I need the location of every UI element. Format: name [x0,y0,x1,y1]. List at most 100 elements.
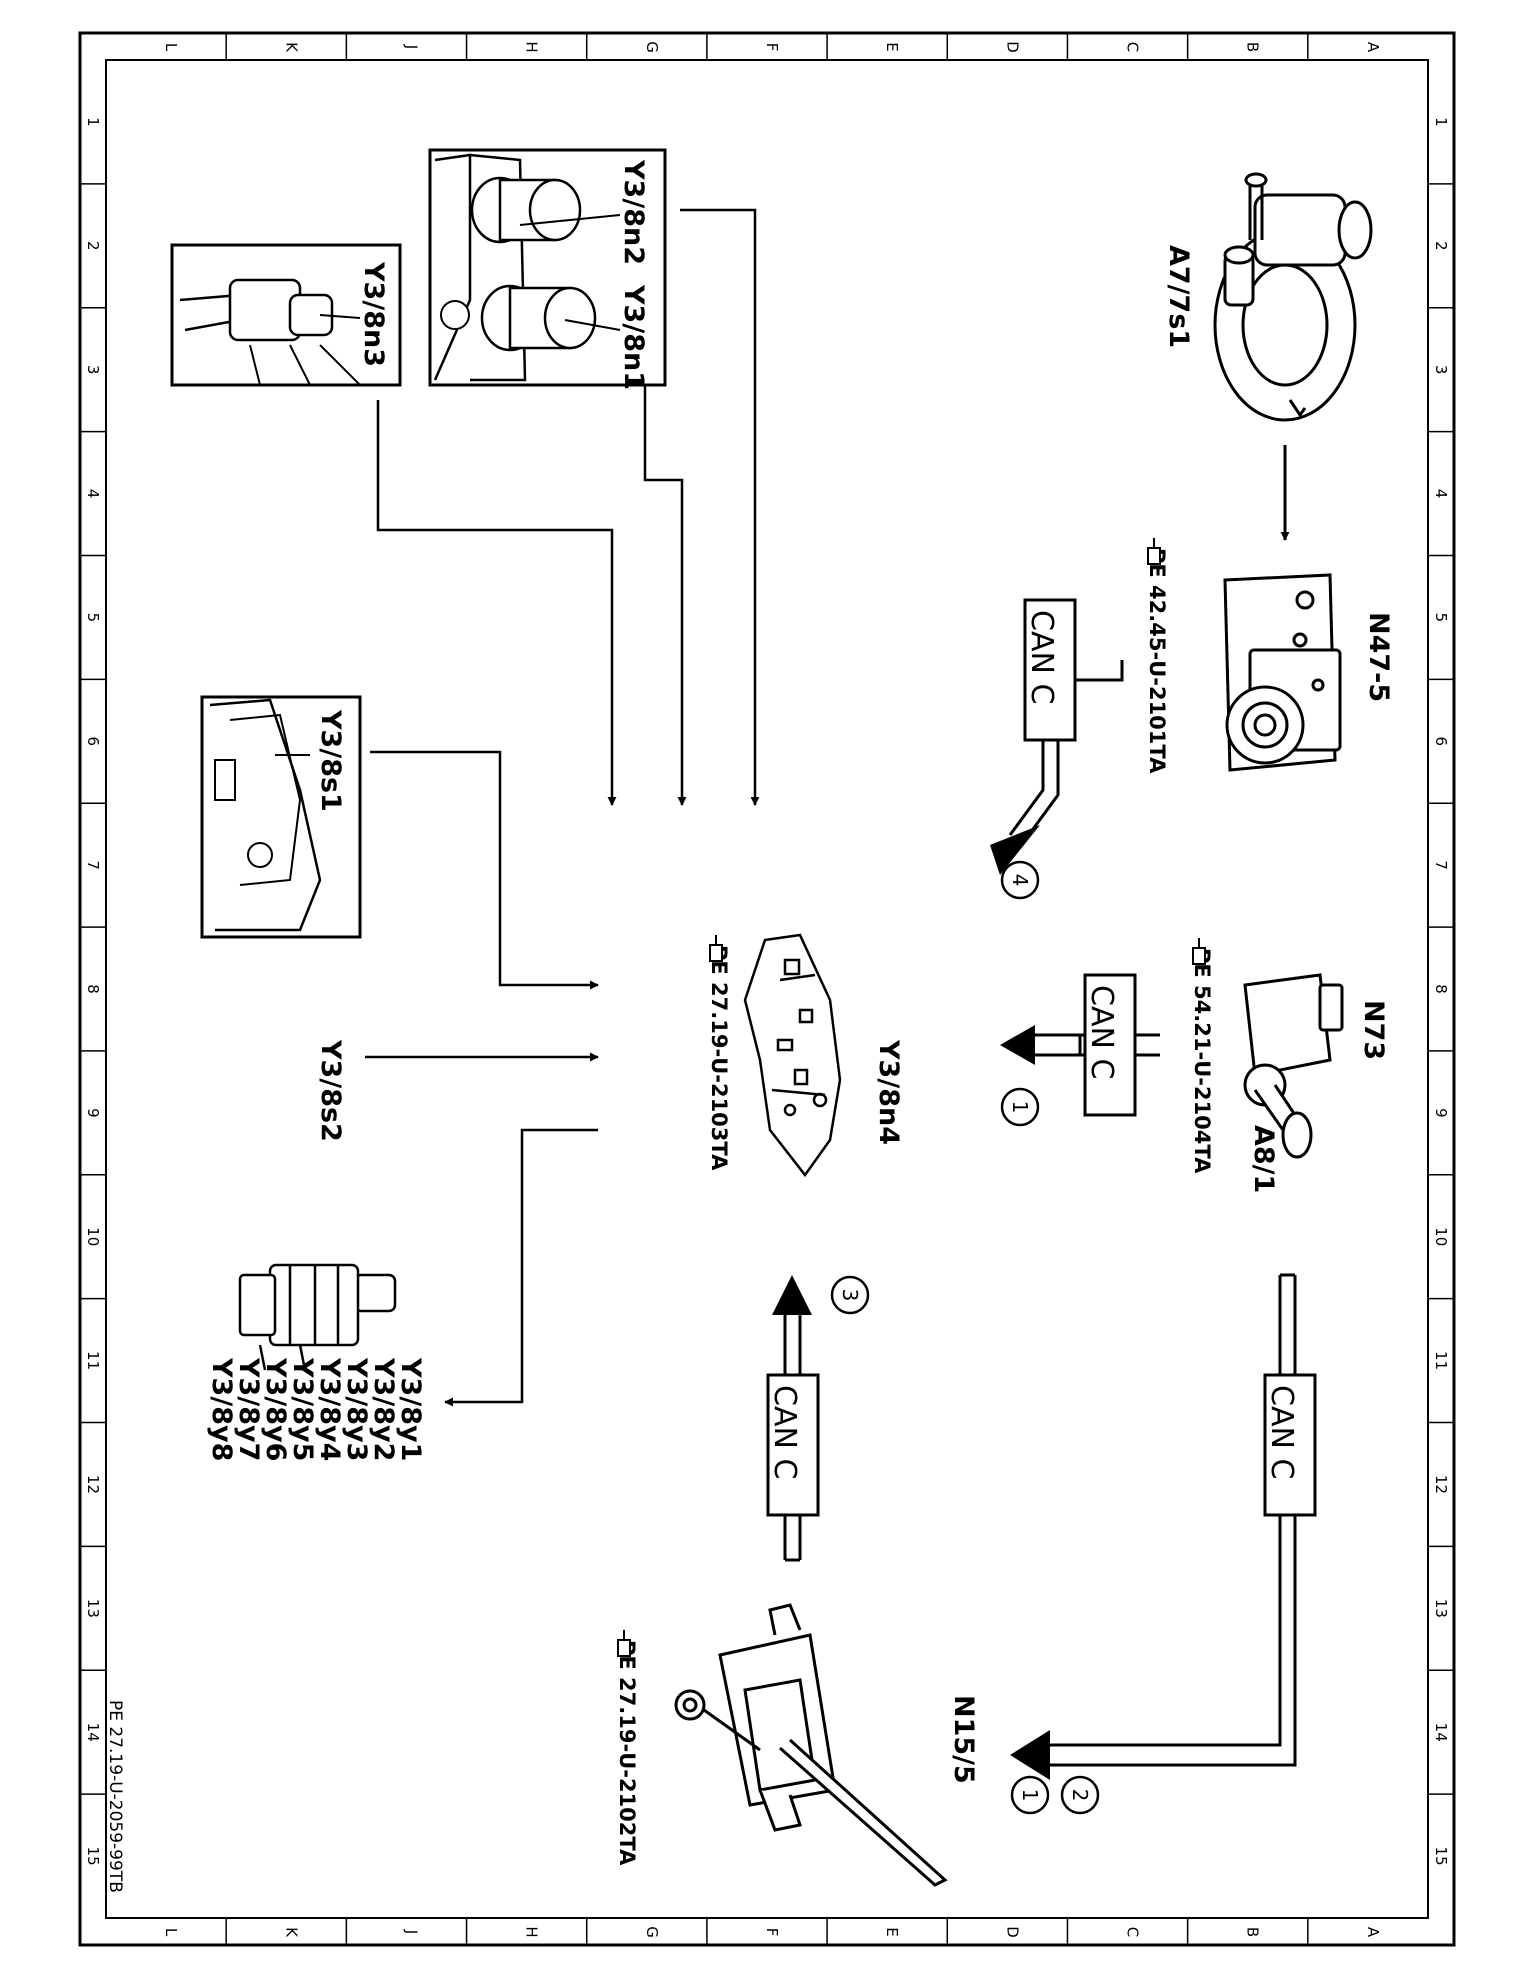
grid-column-label: H [523,1926,541,1937]
ref-n47-5: PE 42.45-U-2101TA [1145,548,1169,774]
grid-column-label: B [1244,42,1262,52]
svg-text:2: 2 [1068,1789,1092,1802]
ref-y3-8n4: PE 27.19-U-2103TA [707,945,731,1171]
label-valve: Y3/8y7 [233,1357,264,1461]
grid-row-label: 11 [1432,1351,1450,1370]
grid-ticks [80,33,1454,1945]
inset-y3-8s1 [200,695,362,939]
label-valve: Y3/8y8 [206,1357,237,1461]
badge-4: 4 [1000,860,1040,900]
grid-row-label: 12 [1432,1475,1450,1494]
label-y3-8s1: Y3/8s1 [315,709,346,812]
grid-column-label: B [1244,1927,1262,1937]
svg-text:CAN C: CAN C [1084,985,1119,1079]
pointer-icon [1192,938,1206,965]
label-valve: Y3/8y2 [368,1357,399,1461]
svg-text:CAN C: CAN C [767,1385,802,1479]
grid-row-label: 10 [84,1227,102,1246]
grid-column-label: E [883,42,901,51]
label-y3-8n1: Y3/8n1 [618,284,649,390]
badge-1b: 1 [1010,1775,1050,1815]
grid-column-label: A [1364,42,1382,53]
pointer-icon [617,1630,631,1657]
grid-row-label: 14 [84,1723,102,1742]
grid-row-label: 3 [84,365,102,375]
pointer-icon [1147,538,1161,565]
grid-column-label: D [1003,41,1021,53]
grid-row-label: 9 [84,1108,102,1118]
grid-row-label: 13 [1432,1599,1450,1618]
can-box-n47: CAN C [1023,598,1077,742]
can-box-n73: CAN C [1083,973,1137,1117]
can-line-n47-to-4 [990,660,1124,875]
document-id: PE 27.19-U-2059-99TB [105,1700,125,1893]
shifter-module-n15-5 [674,1603,948,1887]
signal-lines [365,208,760,1407]
badge-3: 3 [830,1275,870,1315]
grid-column-label: J [402,44,420,49]
grid-column-label: H [523,41,541,52]
svg-text:CAN C: CAN C [1264,1385,1299,1479]
vacuum-unit-a7-7s1 [1213,172,1373,422]
label-valve: Y3/8y5 [287,1357,318,1461]
label-y3-8n3: Y3/8n3 [358,261,389,367]
grid-row-label: 7 [1432,860,1450,870]
badge-2: 2 [1060,1775,1100,1815]
grid-row-label: 6 [84,736,102,746]
can-line-a-to-n15 [1010,1273,1297,1780]
grid-column-label: D [1003,1926,1021,1938]
pointer-icon [709,935,723,962]
grid-row-label: 9 [1432,1108,1450,1118]
grid-row-label: 5 [1432,613,1450,623]
esp-unit-n47-5 [1223,573,1342,772]
svg-text:4: 4 [1008,874,1032,887]
grid-row-label: 2 [1432,241,1450,251]
grid-row-label: 2 [84,241,102,251]
grid-column-label: L [162,1928,180,1937]
can-box-center: CAN C [766,1373,820,1517]
svg-text:1: 1 [1008,1101,1032,1114]
grid-row-label: 11 [84,1351,102,1370]
grid-row-label: 1 [84,117,102,127]
svg-text:3: 3 [838,1289,862,1302]
label-n15-5: N15/5 [948,1695,979,1784]
label-valve: Y3/8y6 [260,1357,291,1461]
grid-column-label: C [1124,42,1142,52]
grid-row-label: 4 [84,489,102,499]
badge-1: 1 [1000,1087,1040,1127]
can-box-right: CAN C [1263,1373,1317,1517]
grid-column-label: J [402,1929,420,1934]
label-a7-7s1: A7/7s1 [1163,245,1194,348]
grid-column-label: E [883,1927,901,1936]
grid-column-label: F [763,1928,781,1937]
grid-row-label: 1 [1432,117,1450,127]
inset-y3-8n3 [170,243,402,387]
ref-n73: PE 54.21-U-2104TA [1190,948,1214,1174]
grid-row-label: 7 [84,860,102,870]
grid-row-label: 14 [1432,1723,1450,1742]
grid-column-label: A [1364,1927,1382,1938]
grid-row-label: 12 [84,1475,102,1494]
label-y3-8n4: Y3/8n4 [873,1039,904,1145]
control-unit-y3-8n4 [743,933,842,1178]
grid-column-label: L [162,43,180,52]
drawing-frame [78,31,1456,1947]
grid-row-label: 8 [1432,984,1450,994]
label-valve: Y3/8y3 [341,1357,372,1461]
ignition-switch-n73 [1243,973,1344,1159]
grid-row-label: 4 [1432,489,1450,499]
grid-row-label: 15 [84,1847,102,1866]
grid-row-label: 6 [1432,736,1450,746]
grid-column-label: C [1124,1927,1142,1937]
grid-column-label: G [643,41,661,53]
valve-labels: Y3/8y1Y3/8y2Y3/8y3Y3/8y4Y3/8y5Y3/8y6Y3/8… [206,1357,426,1461]
label-n73: N73 [1358,1000,1389,1060]
grid-column-label: G [643,1926,661,1938]
label-valve: Y3/8y4 [314,1357,345,1461]
grid-row-label: 3 [1432,365,1450,375]
ref-n15-5: PE 27.19-U-2102TA [615,1640,639,1866]
valve-solenoid [238,1263,397,1371]
grid-row-label: 15 [1432,1847,1450,1866]
label-valve: Y3/8y1 [395,1357,426,1461]
